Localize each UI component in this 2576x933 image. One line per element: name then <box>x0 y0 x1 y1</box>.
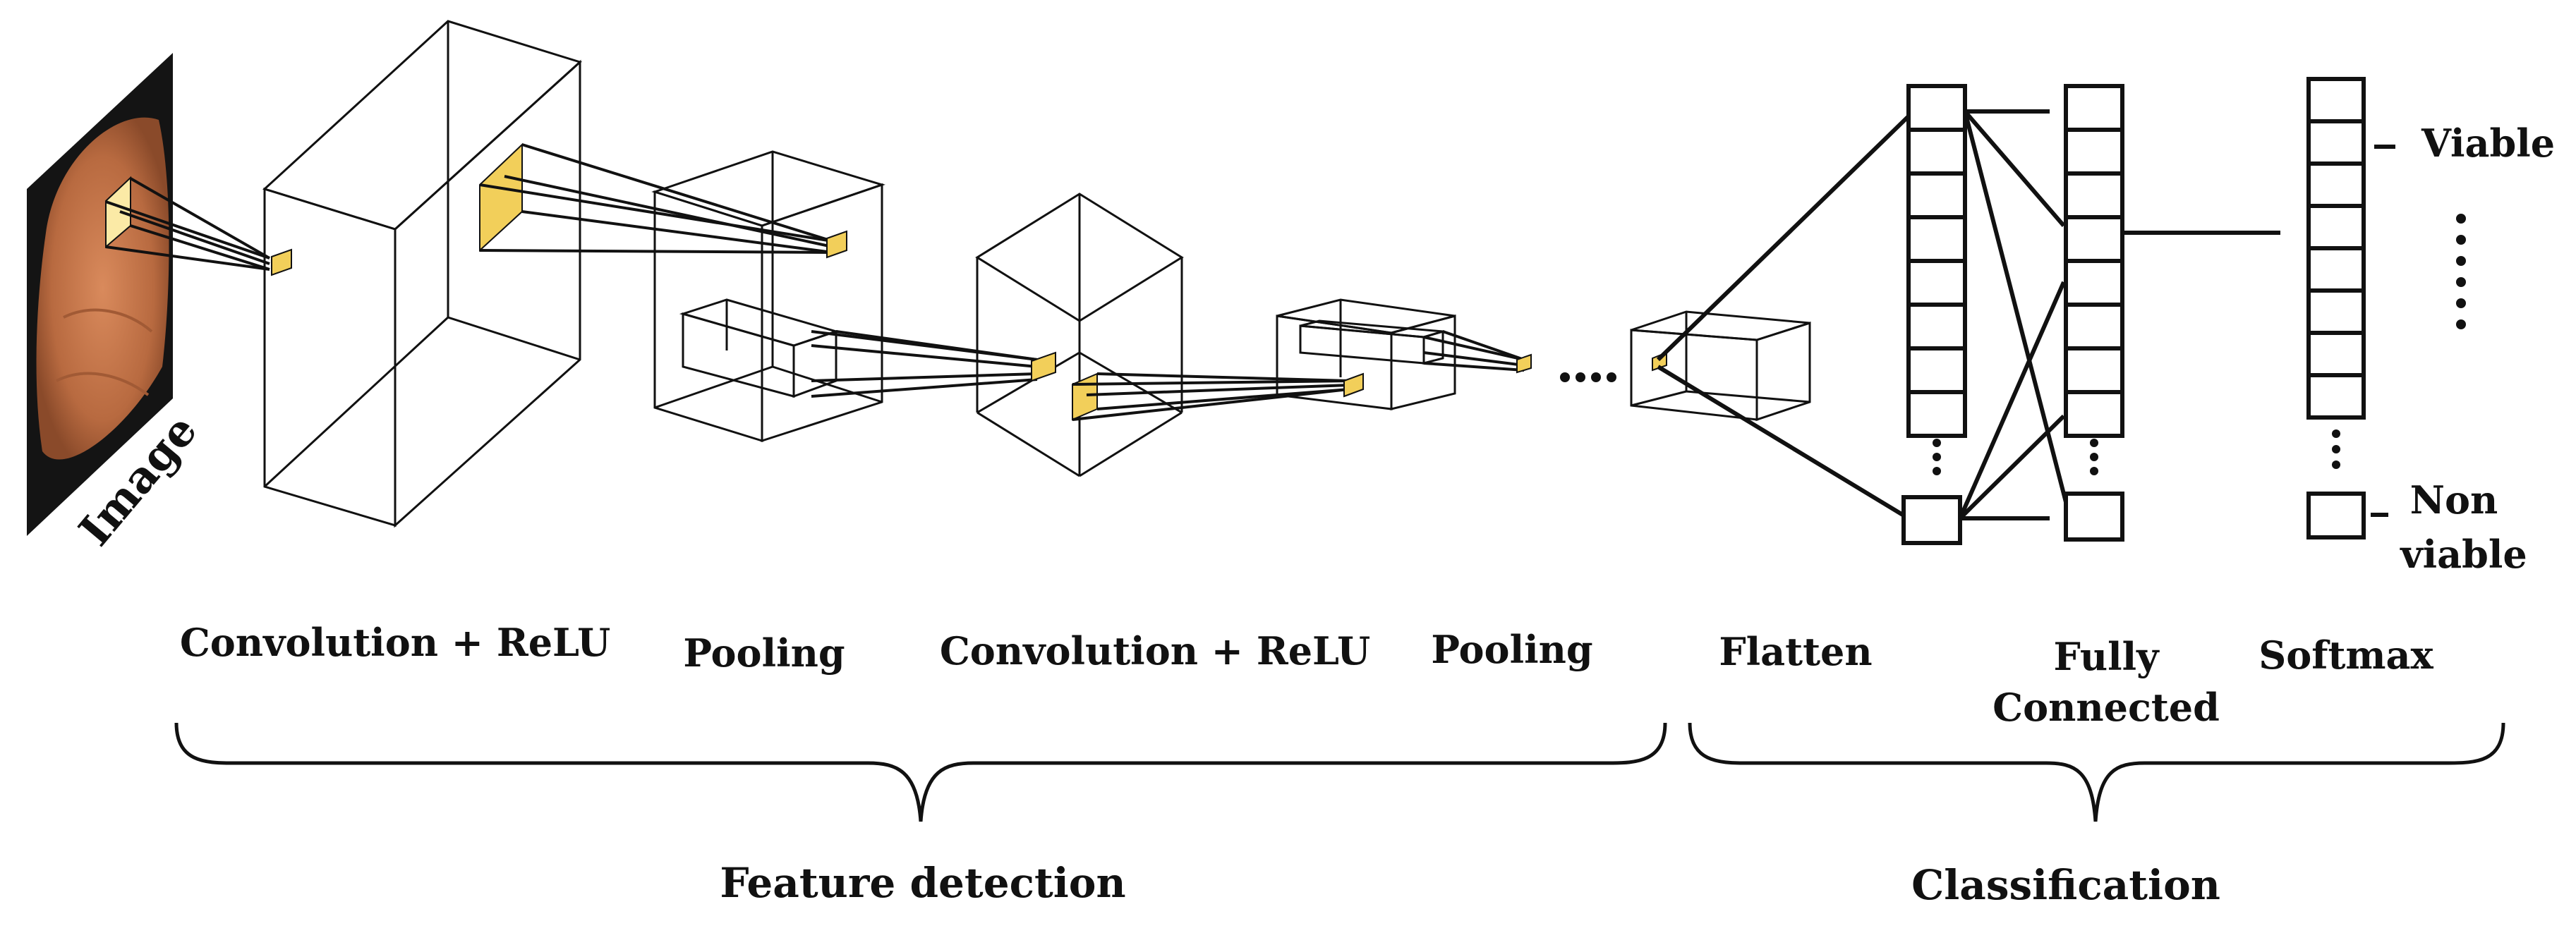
conv2-to-pool2-connectors <box>1072 372 1350 421</box>
conv2-volume <box>975 193 1184 477</box>
feature-detection-brace <box>174 722 1667 822</box>
output-ellipsis <box>2456 214 2466 329</box>
input-image-tissue <box>36 117 169 460</box>
classification-brace <box>1688 722 2505 822</box>
pool1-feature-patch <box>826 230 847 259</box>
conv2-feature-patch <box>1031 351 1056 382</box>
layer-labels: Convolution + ReLU Pooling Convolution +… <box>180 620 2434 730</box>
fc-connectors <box>1958 109 2068 520</box>
output-viable-label: Viable <box>2421 121 2555 166</box>
conv1-feature-patch <box>271 248 292 276</box>
layer-label-conv2: Convolution + ReLU <box>940 628 1370 673</box>
image-to-conv1-connectors <box>105 177 270 271</box>
conv1-receptive-field <box>479 142 523 252</box>
conv1-to-pool1-connectors <box>479 143 833 254</box>
layer-label-fc-line1: Fully <box>2053 634 2160 679</box>
layer-label-conv1: Convolution + ReLU <box>180 620 610 665</box>
output-nonviable-line2: viable <box>2400 532 2527 577</box>
fully-connected-column <box>2064 84 2124 542</box>
last-feature-volume <box>1630 310 1811 422</box>
layer-label-pool2: Pooling <box>1431 627 1592 672</box>
pool2-to-next-connectors <box>1423 330 1532 374</box>
flatten-column <box>1901 84 1967 545</box>
layer-label-flatten: Flatten <box>1719 629 1872 674</box>
group-label-classification: Classification <box>1911 861 2220 909</box>
conv2-receptive-field <box>1072 372 1098 421</box>
pool1-to-conv2-connectors <box>811 330 1038 398</box>
softmax-column <box>2306 77 2366 539</box>
output-labels: Viable Non viable <box>2371 121 2555 577</box>
ellipsis-dots <box>1560 372 1616 382</box>
pool2-feature-patch <box>1343 372 1364 398</box>
conv1-volume <box>262 20 582 528</box>
group-label-feature-detection: Feature detection <box>720 859 1125 907</box>
output-nonviable-line1: Non <box>2410 477 2498 523</box>
input-image: Image <box>27 53 207 556</box>
layer-label-fc-line2: Connected <box>1993 685 2220 730</box>
flatten-connectors <box>1656 109 1916 520</box>
layer-label-pool1: Pooling <box>683 630 845 676</box>
layer-label-softmax: Softmax <box>2258 633 2433 678</box>
